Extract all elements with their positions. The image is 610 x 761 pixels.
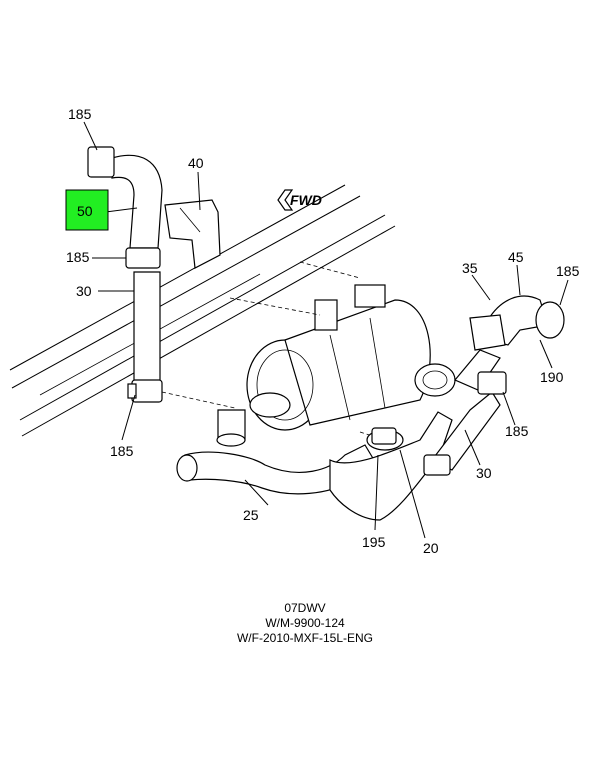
callout-20: 20 <box>423 540 439 556</box>
callout-185-mid: 185 <box>66 249 90 265</box>
callout-25: 25 <box>243 507 259 523</box>
callout-30-right: 30 <box>476 465 492 481</box>
callout-35: 35 <box>462 260 478 276</box>
callout-195: 195 <box>362 534 386 550</box>
callout-40: 40 <box>188 155 204 171</box>
callout-185-top: 185 <box>68 106 92 122</box>
fwd-arrow-icon <box>277 189 294 211</box>
highlight-box-50 <box>65 189 109 231</box>
caption-line-1: 07DWV <box>284 601 326 615</box>
callout-185-right: 185 <box>556 263 580 279</box>
tail-pipe-30-right <box>423 295 565 476</box>
callout-30-left: 30 <box>76 283 92 299</box>
aftertreatment-canister <box>246 284 456 431</box>
fwd-label: FWD <box>290 192 322 208</box>
exhaust-pipe-20 <box>329 411 453 521</box>
elbow-hose-50 <box>87 146 163 403</box>
callout-leaders <box>83 121 569 539</box>
callout-185-right-low: 185 <box>505 423 529 439</box>
callout-50: 50 <box>77 203 93 219</box>
caption-line-2: W/M-9900-124 <box>265 616 345 630</box>
bracket-40 <box>164 199 221 269</box>
callout-45: 45 <box>508 249 524 265</box>
callout-190: 190 <box>540 369 564 385</box>
callout-185-bottom: 185 <box>110 443 134 459</box>
caption-line-3: W/F-2010-MXF-15L-ENG <box>236 631 374 645</box>
